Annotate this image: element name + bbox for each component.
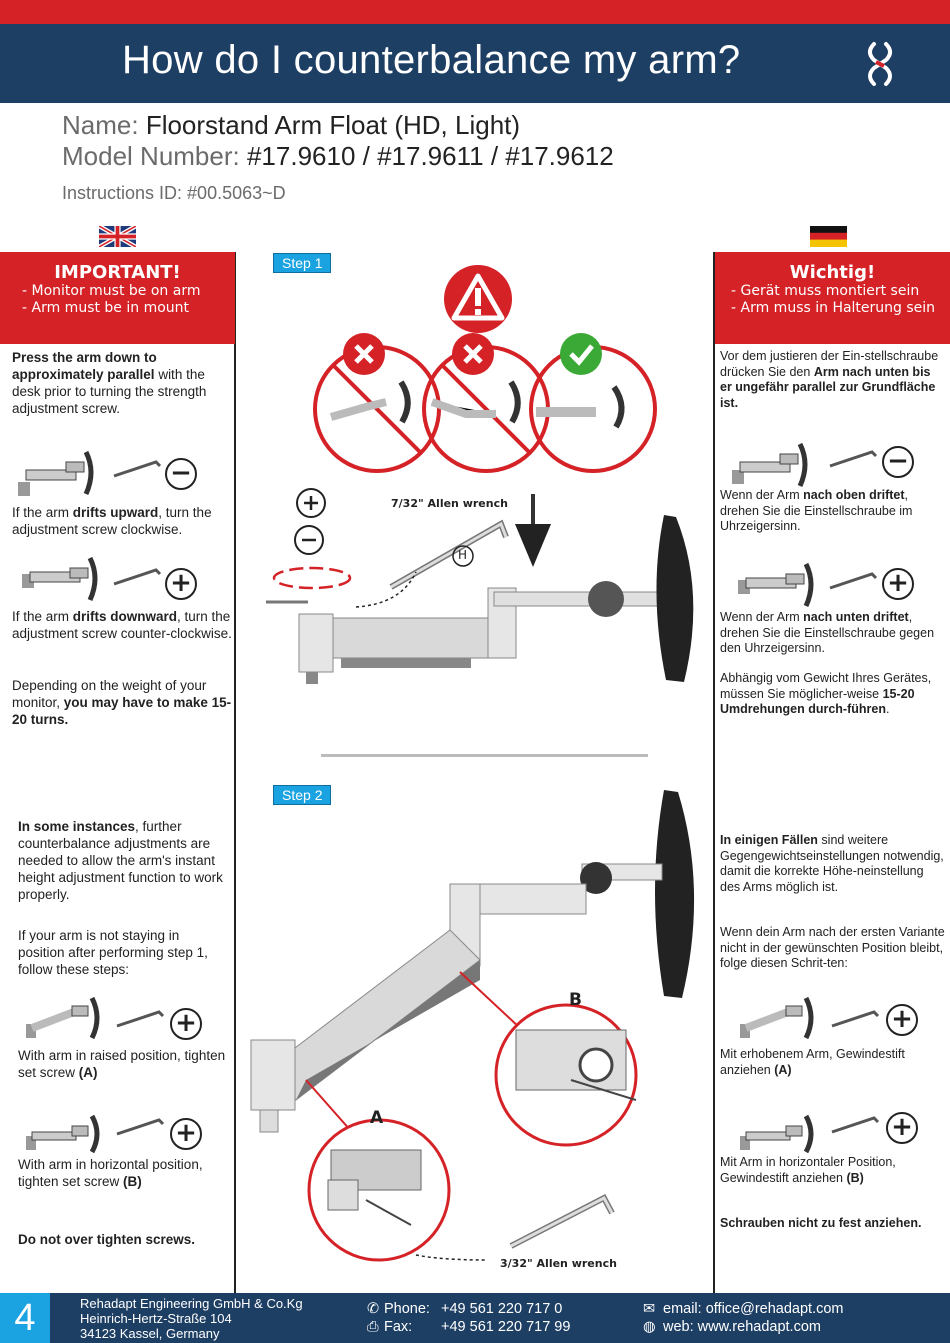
wichtig-line: - Arm muss in Halterung sein [731, 300, 936, 316]
step-1-label: Step 1 [273, 253, 332, 273]
de-paragraph-6: Wenn dein Arm nach der ersten Variante n… [720, 925, 945, 970]
de-paragraph-1: Vor dem justieren der Ein-stellschraube … [720, 349, 939, 410]
arm-horizontal-illustration [26, 1114, 100, 1154]
step-separator [321, 754, 648, 757]
web-icon: ◍ [643, 1319, 656, 1335]
en-paragraph-2: If the arm drifts upward, turn the adjus… [12, 505, 212, 537]
important-line: - Arm must be in mount [22, 300, 190, 316]
en-paragraph-7: With arm in raised position, tighten set… [18, 1048, 226, 1080]
company-street: Heinrich-Hertz-Straße 104 [80, 1311, 232, 1326]
title-bar [0, 24, 950, 103]
phone-number[interactable]: +49 561 220 717 0 [441, 1301, 563, 1317]
wichtig-title: Wichtig! [789, 262, 876, 283]
de-paragraph-2: Wenn der Arm nach oben driftet, drehen S… [720, 488, 913, 533]
label-h: H [458, 548, 468, 562]
page-number: 4 [0, 1293, 50, 1343]
instructions-id: Instructions ID: #00.5063~D [62, 183, 286, 203]
en-paragraph-1: Press the arm down to approximately para… [12, 350, 207, 416]
uk-flag-icon [99, 226, 136, 247]
arm-raised-illustration [26, 996, 100, 1040]
phone-label: Phone: [384, 1301, 430, 1317]
wrong-position-down [422, 333, 550, 473]
en-paragraph-5: In some instances, further counterbalanc… [18, 819, 223, 902]
fax-number[interactable]: +49 561 220 717 99 [441, 1319, 571, 1335]
right-divider [713, 252, 715, 1293]
en-warning: Do not over tighten screws. [18, 1232, 196, 1247]
wrench-label-7-32: 7/32" Allen wrench [391, 497, 508, 510]
de-paragraph-5: In einigen Fällen sind weitere Gegengewi… [720, 833, 944, 894]
arm-horizontal-illustration [740, 1114, 814, 1154]
phone-icon: ✆ [367, 1301, 380, 1317]
allen-wrench-icon [116, 1010, 165, 1028]
wrong-position-up [313, 333, 441, 473]
plus-icon: + [170, 1118, 202, 1150]
arm-drift-up-illustration [732, 442, 808, 488]
plus-icon: + [882, 568, 914, 600]
important-line: - Monitor must be on arm [22, 283, 201, 299]
allen-wrench-icon [113, 568, 162, 586]
web-link[interactable]: web: www.rehadapt.com [663, 1319, 821, 1335]
arm-drift-up-illustration [18, 450, 94, 496]
important-box: IMPORTANT! - Monitor must be on arm - Ar… [0, 252, 235, 344]
de-paragraph-7: Mit erhobenem Arm, Gewindestift anziehen… [720, 1047, 905, 1077]
minus-icon: − [165, 458, 197, 490]
page-title: How do I counterbalance my arm? [122, 38, 741, 82]
wichtig-line: - Gerät muss montiert sein [731, 283, 920, 299]
allen-wrench-icon [116, 1118, 165, 1136]
top-red-bar [0, 0, 950, 24]
wichtig-box: Wichtig! - Gerät muss montiert sein - Ar… [715, 252, 950, 344]
step-2-illustration [250, 790, 695, 1262]
product-name: Name: Floorstand Arm Float (HD, Light) [62, 110, 521, 140]
en-paragraph-3: If the arm drifts downward, turn the adj… [12, 609, 232, 641]
minus-icon: − [882, 446, 914, 478]
de-paragraph-4: Abhängig vom Gewicht Ihres Gerätes, müss… [720, 671, 932, 716]
step-1-illustration [266, 265, 694, 684]
en-paragraph-4: Depending on the weight of your monitor,… [12, 678, 232, 727]
allen-wrench-icon [829, 450, 878, 468]
left-divider [234, 252, 236, 1293]
plus-icon: + [886, 1112, 918, 1144]
label-a: A [370, 1108, 384, 1128]
en-paragraph-8: With arm in horizontal position, tighten… [18, 1157, 203, 1189]
email-link[interactable]: email: office@rehadapt.com [663, 1301, 844, 1317]
en-paragraph-6: If your arm is not staying in position a… [18, 928, 208, 977]
footer [0, 1293, 950, 1343]
arm-drift-down-illustration [738, 562, 814, 608]
arm-drift-down-illustration [22, 556, 98, 602]
german-flag-icon [810, 226, 847, 247]
allen-wrench-icon [831, 1116, 880, 1134]
allen-wrench-icon [113, 460, 162, 478]
de-warning: Schrauben nicht zu fest anziehen. [720, 1216, 922, 1230]
arm-raised-illustration [740, 996, 814, 1040]
de-paragraph-3: Wenn der Arm nach unten driftet, drehen … [720, 610, 935, 655]
email-icon: ✉ [643, 1301, 656, 1317]
wrench-label-3-32: 3/32" Allen wrench [500, 1257, 617, 1270]
logo-icon [868, 42, 892, 86]
plus-icon: + [165, 568, 197, 600]
model-number: Model Number: #17.9610 / #17.9611 / #17.… [62, 141, 614, 171]
allen-wrench-icon [829, 572, 878, 590]
de-paragraph-8: Mit Arm in horizontaler Position, Gewind… [720, 1155, 896, 1185]
correct-position-level [529, 333, 657, 473]
allen-wrench-icon [831, 1010, 880, 1028]
plus-icon: + [170, 1008, 202, 1040]
step-2-label: Step 2 [273, 785, 332, 805]
important-title: IMPORTANT! [54, 262, 181, 283]
company-city: 34123 Kassel, Germany [80, 1326, 220, 1341]
fax-label: Fax: [384, 1319, 413, 1335]
plus-icon: + [886, 1004, 918, 1036]
fax-icon: ⎙ [367, 1319, 379, 1335]
company-name: Rehadapt Engineering GmbH & Co.Kg [80, 1296, 303, 1311]
label-b: B [569, 990, 582, 1010]
